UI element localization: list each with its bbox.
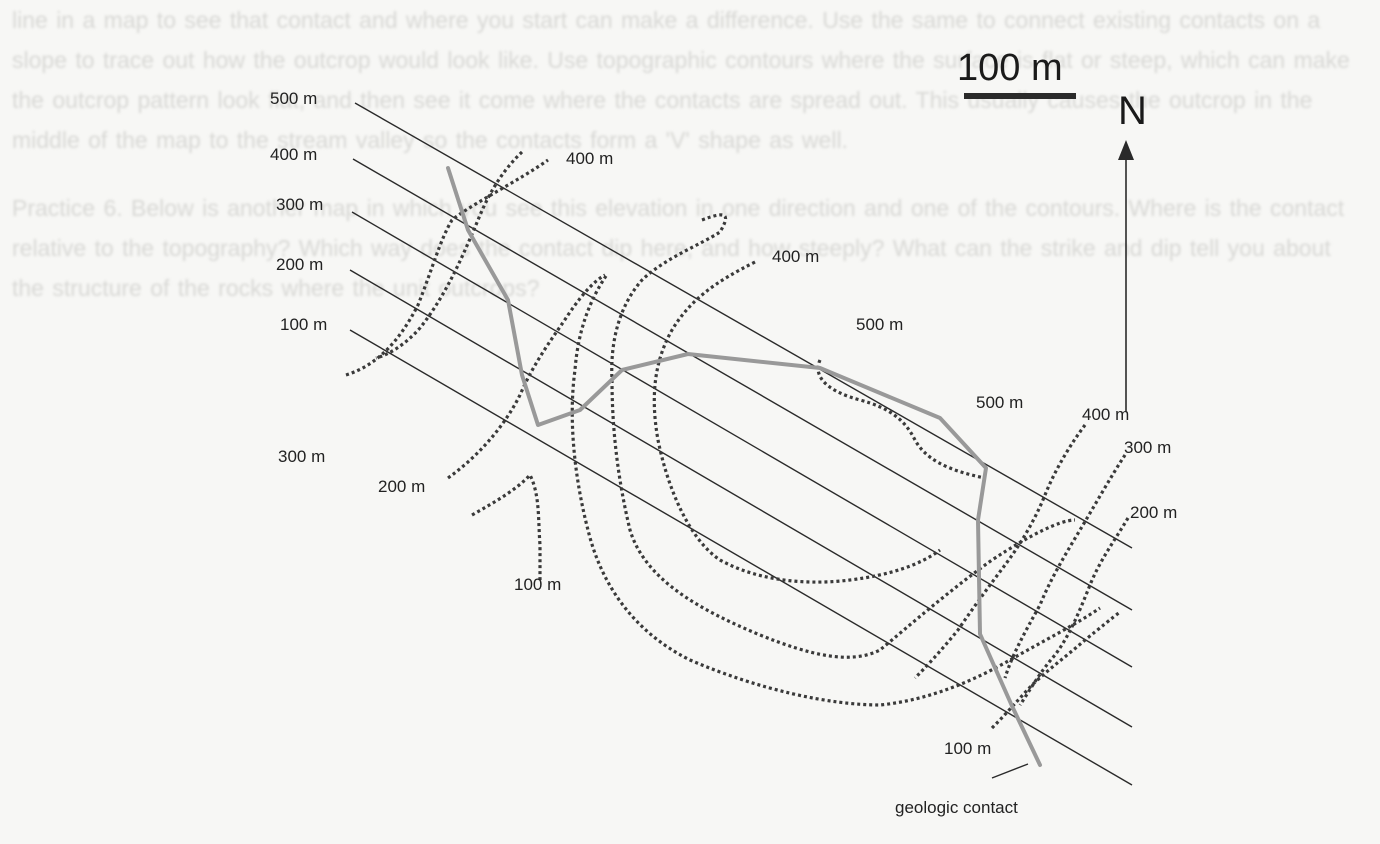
contact-callout-label: geologic contact [895,798,1018,817]
contour-100-valley [471,473,542,582]
north-arrow-head [1118,140,1134,160]
strike-line-400 [352,158,1133,611]
contact-callout: geologic contact [895,763,1029,817]
background-paragraph-2: Practice 6. Below is another map in whic… [12,195,1345,301]
contour-label-300-east: 300 m [1124,438,1171,457]
background-paragraph-1: line in a map to see that contact and wh… [12,7,1350,153]
strike-label-300: 300 m [276,195,323,214]
contour-label-100-east: 100 m [944,739,991,758]
contour-500-east [816,359,986,480]
contour-100-east [990,610,1121,730]
strike-label-100: 100 m [280,315,327,334]
scale-bar-line [964,93,1076,99]
north-arrow-label: N [1118,89,1147,133]
contour-label-400-center: 400 m [772,247,819,266]
contour-200-west [447,273,606,480]
topographic-contours [345,150,1130,730]
contour-label-200-west: 200 m [378,477,425,496]
strike-line-labels: 500 m 400 m 300 m 200 m 100 m [270,89,327,334]
contour-label-500-east: 500 m [976,393,1023,412]
scale-bar-label: 100 m [957,47,1063,89]
contour-300-outer [570,275,1101,707]
north-arrow: N [1118,89,1147,412]
geologic-contact [446,166,1042,767]
strike-line-500 [354,102,1133,549]
contour-200-east [1018,517,1130,706]
contour-label-100-center: 100 m [514,575,561,594]
strike-line-300 [351,211,1133,668]
contour-label-400-east: 400 m [1082,405,1129,424]
contour-400-north [375,150,524,360]
scale-bar: 100 m [957,47,1076,99]
contour-500-ring [610,213,1076,659]
contact-callout-leader [991,763,1029,779]
strike-lines [349,102,1133,786]
contour-label-400-north: 400 m [566,149,613,168]
strike-label-400: 400 m [270,145,317,164]
contour-300-east [1003,454,1127,679]
topo-contour-labels: 400 m 400 m 500 m 500 m 400 m 300 m 200 … [278,149,1177,758]
contour-label-200-east: 200 m [1130,503,1177,522]
strike-label-200: 200 m [276,255,323,274]
contour-label-300-west: 300 m [278,447,325,466]
strike-label-500: 500 m [270,89,317,108]
strike-line-100 [349,329,1133,786]
contour-label-500-center: 500 m [856,315,903,334]
faded-background-text: line in a map to see that contact and wh… [12,7,1350,301]
contour-400-loop [652,260,941,584]
strike-line-200 [349,269,1133,728]
geologic-contact-line [446,166,1042,767]
